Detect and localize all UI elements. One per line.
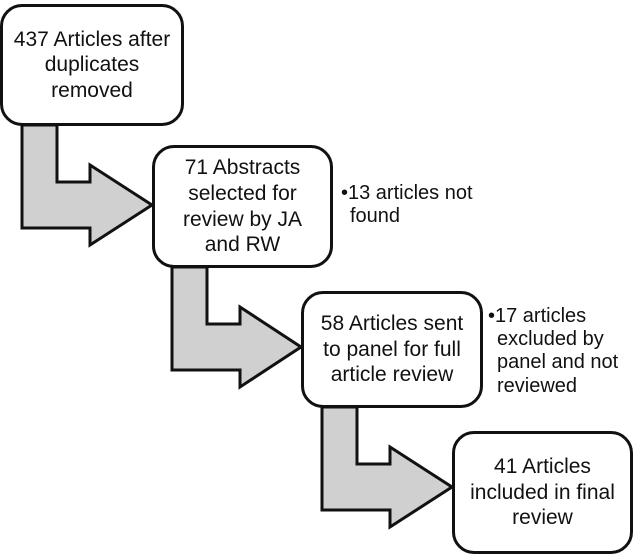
node-abstracts-selected[interactable]: 71 Abstracts selected for review by JA a…	[152, 145, 333, 268]
flow-arrow-3	[320, 405, 455, 530]
node-label: 71 Abstracts selected for review by JA a…	[182, 156, 303, 257]
node-label: 58 Articles sent to panel for full artic…	[320, 312, 464, 387]
node-articles-after-duplicates[interactable]: 437 Articles after duplicates removed	[0, 4, 184, 126]
note-articles-excluded: •17 articles excluded by panel and not r…	[488, 305, 619, 397]
note-articles-not-found: •13 articles not found	[341, 182, 473, 228]
flow-arrow-2	[170, 265, 304, 390]
node-articles-sent-to-panel[interactable]: 58 Articles sent to panel for full artic…	[301, 291, 483, 408]
node-articles-included-final[interactable]: 41 Articles included in final review	[452, 431, 633, 554]
node-label: 437 Articles after duplicates removed	[13, 27, 171, 102]
node-label: 41 Articles included in final review	[470, 455, 615, 530]
flow-arrow-1	[20, 123, 155, 248]
